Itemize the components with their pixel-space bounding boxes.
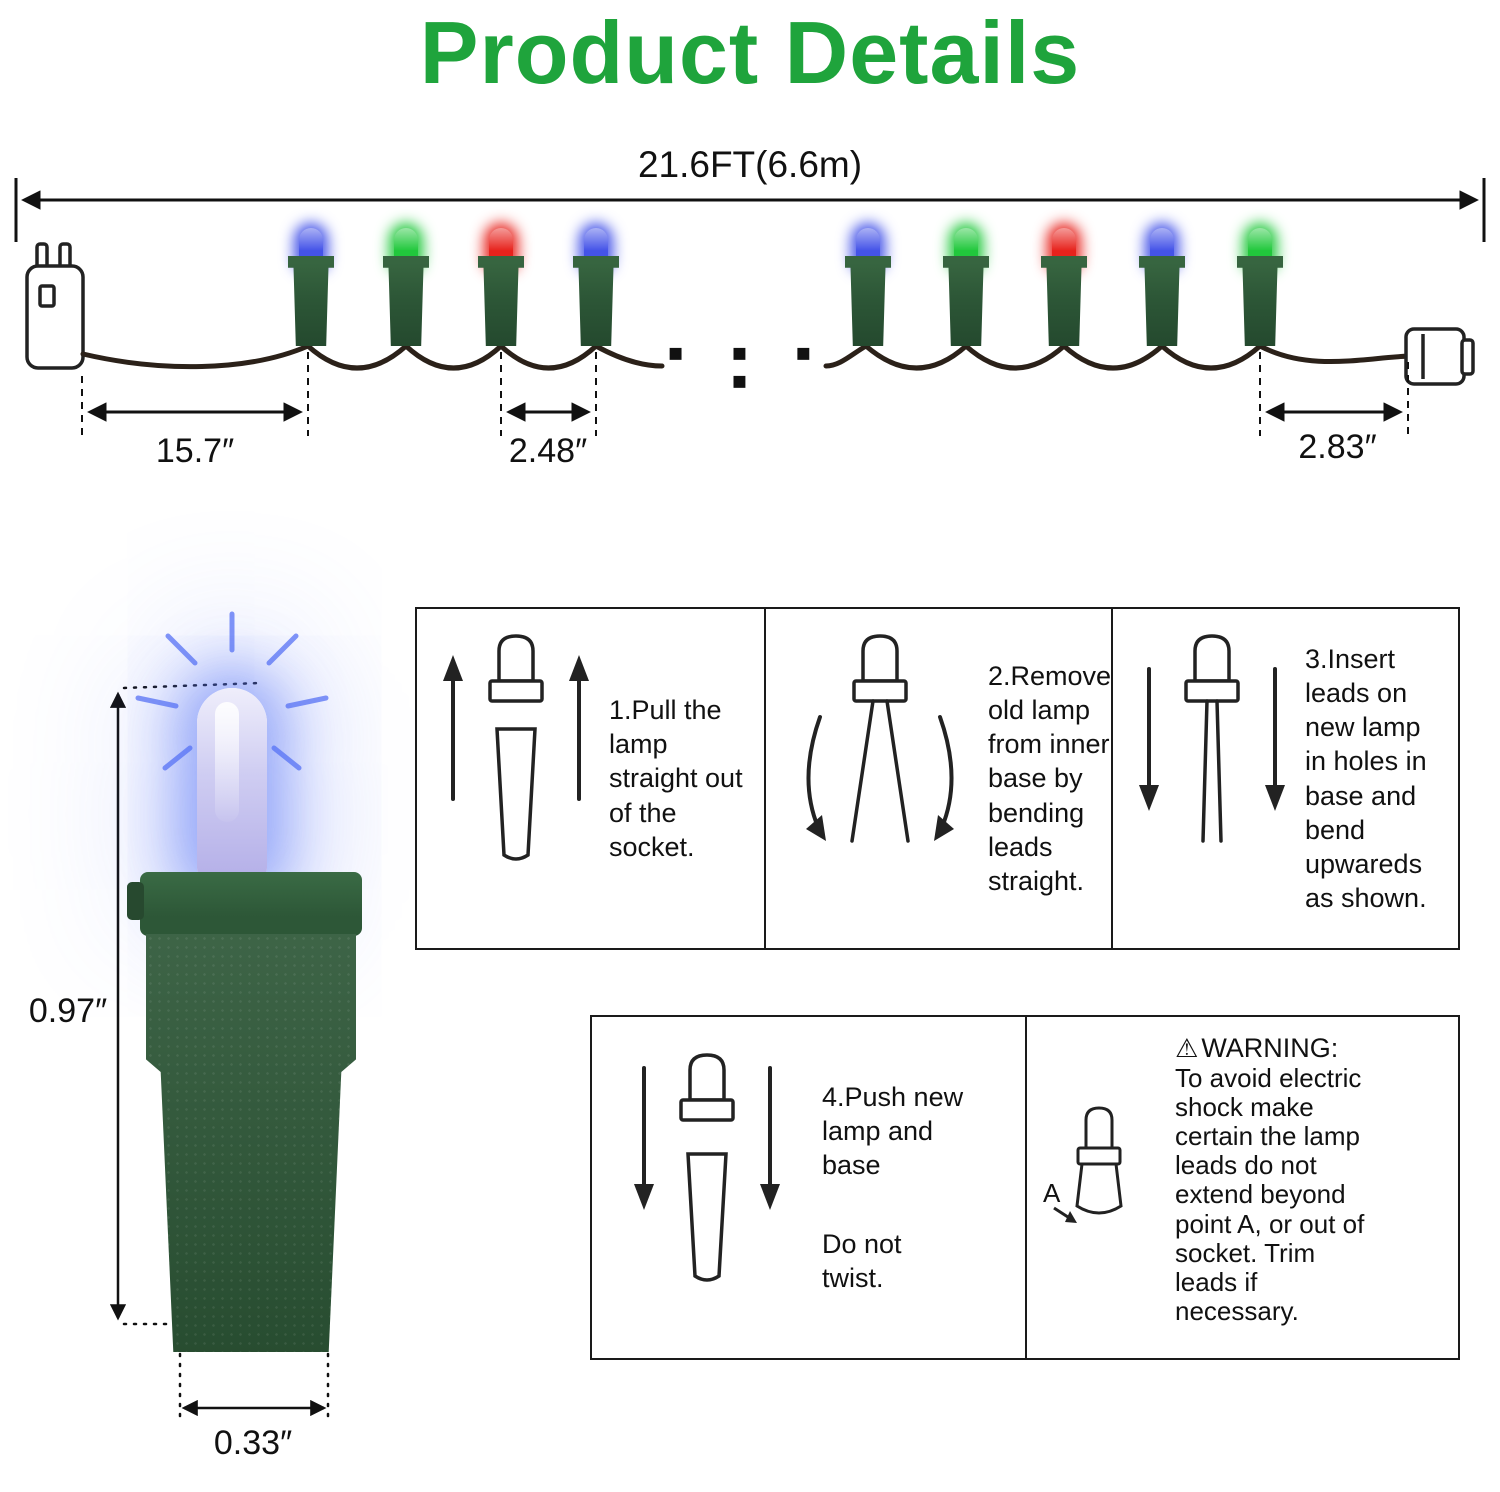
glow-rays [135,611,329,771]
bulb-socket [383,256,429,346]
step-4-text-block: 4.Push new lamp and base Do not twist. [822,1080,967,1294]
total-length-dimension [14,178,1486,242]
bulb-height-label: 0.97″ [28,992,108,1030]
bulb-socket [1139,256,1185,346]
socket-collar-large [127,872,362,936]
socket-body-large [146,934,356,1352]
instruction-panels-top: 1.Pull the lamp straight out of the sock… [415,607,1460,950]
instruction-panels-bottom: 4.Push new lamp and base Do not twist. A… [590,1015,1460,1360]
bulb-group-right [845,228,1283,346]
string-bulb-blue [288,228,334,346]
spacing-dimensions [81,352,1409,436]
point-a-label: A [1043,1178,1061,1208]
bulb-socket [845,256,891,346]
string-bulb-blue [845,228,891,346]
bulb-height-dimension [109,681,262,1326]
instruction-step-2: 2.Remove old lamp from inner base by ben… [764,609,1111,948]
total-length-label: 21.6FT(6.6m) [637,144,863,185]
bend-leads-icon [806,633,954,843]
warning-panel: A ⚠ WARNING: To avoid electric shock mak… [1025,1017,1458,1358]
bulb-group-left [288,228,619,346]
string-bulb-green [943,228,989,346]
led-tip-large [197,688,267,878]
string-bulb-blue [573,228,619,346]
end-connector [1404,327,1475,386]
bulb-socket [288,256,334,346]
pull-lamp-icon [443,633,589,861]
string-bulb-red [478,228,524,346]
bulb-spacing-label: 2.48″ [508,432,588,470]
tail-length-label: 2.83″ [1298,428,1377,466]
page-title: Product Details [419,3,1081,102]
male-plug [25,242,85,370]
bulb-width-label: 0.33″ [213,1424,293,1462]
string-wire [80,342,1413,371]
bulb-socket [478,256,524,346]
bulb-width-dimension [178,1352,330,1418]
warning-icon: ⚠ [1175,1033,1199,1064]
bulb-socket [573,256,619,346]
instruction-step-3: 3.Insert leads on new lamp in holes in b… [1111,609,1458,948]
warning-title: WARNING: [1201,1033,1339,1063]
push-lamp-icon [634,1052,780,1282]
bulb-socket [1041,256,1087,346]
step-4-text: 4.Push new lamp and base [822,1082,964,1181]
warning-text-block: ⚠ WARNING: To avoid electric shock make … [1175,1025,1373,1326]
step-3-text: 3.Insert leads on new lamp in holes in b… [1305,644,1427,913]
string-bulb-red [1041,228,1087,346]
instruction-step-1: 1.Pull the lamp straight out of the sock… [417,609,764,948]
bulb-socket [943,256,989,346]
string-bulb-green [1237,228,1283,346]
instruction-step-4: 4.Push new lamp and base Do not twist. [592,1017,1025,1358]
string-bulb-blue [1139,228,1185,346]
warning-text: To avoid electric shock make certain the… [1175,1063,1365,1326]
lead-length-label: 15.7″ [155,432,235,470]
warning-title-row: ⚠ WARNING: [1175,1033,1373,1064]
step-2-text: 2.Remove old lamp from inner base by ben… [988,661,1111,896]
bulb-socket [1237,256,1283,346]
string-bulb-green [383,228,429,346]
lamp-point-a-icon: A [1043,1106,1123,1223]
step-1-text: 1.Pull the lamp straight out of the sock… [609,695,743,862]
wire-continuation-dots: ▪ ▪ ▪ ▪ [667,338,832,394]
step-4-note: Do not twist. [822,1228,902,1293]
insert-leads-icon [1139,633,1285,843]
